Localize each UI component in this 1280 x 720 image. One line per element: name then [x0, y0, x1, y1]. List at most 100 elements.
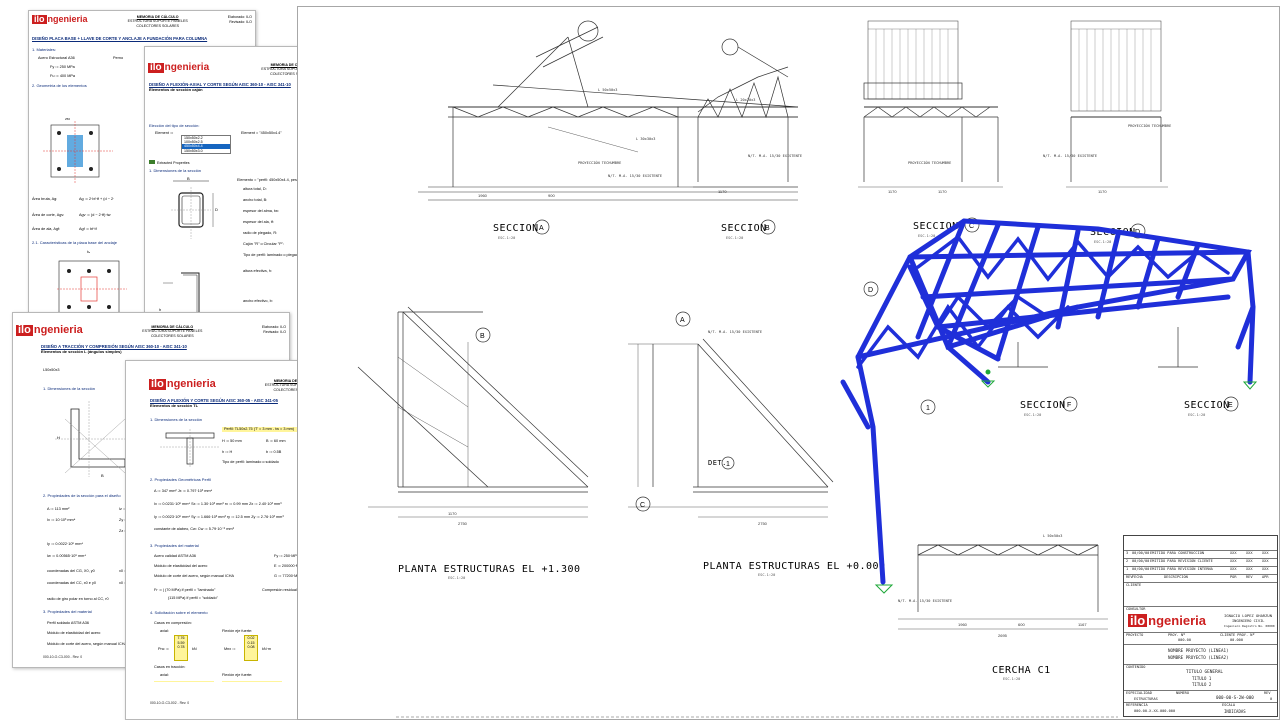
bubble-d[interactable]: D — [1130, 223, 1146, 239]
svg-text:C: C — [640, 502, 645, 509]
svg-text:1170: 1170 — [938, 189, 947, 194]
section-a-drawing — [418, 20, 799, 201]
svg-text:B: B — [765, 225, 770, 232]
collapse-arrow-icon[interactable] — [149, 160, 155, 164]
cercha-c1-drawing — [898, 544, 1108, 630]
svg-text:B: B — [101, 473, 104, 478]
section-option-selected[interactable]: 450x50x4.4 — [182, 144, 230, 149]
section-title: DISEÑO A FLEXIÓN Y CORTE SEGÚN AISC 360-… — [150, 398, 278, 404]
svg-text:PROYECCIÓN TECHUMBRE: PROYECCIÓN TECHUMBRE — [1128, 123, 1171, 128]
svg-text:ESC.1:20: ESC.1:20 — [758, 573, 775, 577]
title-seccion-a: SECCION — [493, 223, 539, 234]
svg-text:ESC.1:20: ESC.1:20 — [448, 576, 465, 580]
section-title: DISEÑO A TRACCIÓN Y COMPRESIÓN SEGÚN AIS… — [41, 344, 187, 350]
svg-text:L 50x50x3: L 50x50x3 — [1043, 534, 1062, 538]
svg-text:1170: 1170 — [1098, 189, 1107, 194]
svg-text:L 50x50x3: L 50x50x3 — [598, 88, 617, 92]
plan-el-0000 — [628, 338, 834, 518]
section-option[interactable]: 100x50x2.5 — [184, 140, 203, 145]
bubble-b[interactable]: B — [760, 219, 776, 235]
bubble-1-plan[interactable]: 1 — [920, 399, 936, 415]
bubble-e[interactable]: E — [1223, 396, 1239, 412]
svg-text:D: D — [215, 207, 218, 212]
section-title: DISEÑO A FLEXIÓN-AXIAL Y CORTE SEGÚN AIS… — [149, 82, 291, 88]
svg-text:h: h — [159, 307, 161, 312]
section-type-listbox[interactable]: 150x50x2.2 100x50x2.5 450x50x4.4 150x50x… — [181, 135, 231, 154]
section-option[interactable]: 150x50x3.0 — [184, 148, 203, 153]
bubble-f[interactable]: F — [1062, 396, 1078, 412]
svg-text:N/T. M.A. 15/30 EXISTENTE: N/T. M.A. 15/30 EXISTENTE — [608, 174, 662, 178]
section-option[interactable]: 150x50x2.2 — [184, 136, 203, 140]
svg-text:PROYECCIÓN TECHUMBRE: PROYECCIÓN TECHUMBRE — [908, 160, 951, 165]
svg-text:ESC.1:20: ESC.1:20 — [1094, 240, 1111, 244]
svg-text:D: D — [868, 287, 873, 294]
svg-text:2750: 2750 — [458, 521, 468, 526]
bubble-a[interactable]: A — [534, 219, 550, 235]
3d-structure-model — [840, 218, 1256, 585]
svg-text:1170: 1170 — [448, 511, 457, 516]
svg-text:2750: 2750 — [758, 521, 768, 526]
svg-text:L 30x30x3: L 30x30x3 — [636, 137, 655, 141]
svg-text:ESC.1:20: ESC.1:20 — [1024, 413, 1041, 417]
svg-text:D: D — [1135, 229, 1140, 236]
title-seccion-f: SECCION — [1020, 400, 1066, 411]
svg-text:L 20x20x3: L 20x20x3 — [736, 98, 755, 102]
svg-text:A: A — [539, 225, 544, 232]
svg-text:900: 900 — [548, 193, 555, 198]
svg-text:1170: 1170 — [888, 189, 897, 194]
section-ef-drawing — [998, 327, 1198, 368]
svg-text:E: E — [1228, 402, 1233, 409]
svg-text:2695: 2695 — [998, 633, 1008, 638]
plan-el-1300 — [357, 306, 589, 518]
title-plan-0000: PLANTA ESTRUCTURAS EL +0.000 — [703, 561, 886, 572]
svg-text:B: B — [480, 333, 485, 340]
svg-text:1167: 1167 — [1078, 622, 1087, 627]
bubble-det-1[interactable]: 1 — [721, 456, 735, 470]
title-block: 3 00/00/00 EMITIDO PARA CONSTRUCCIÓN XXX… — [1123, 535, 1278, 717]
svg-text:ESC.1:20: ESC.1:20 — [1188, 413, 1205, 417]
svg-text:1: 1 — [726, 461, 730, 468]
box-section-sketch: B D — [171, 177, 218, 239]
bubble-d-plan[interactable]: D — [863, 281, 879, 297]
svg-text:600: 600 — [1018, 622, 1025, 627]
svg-text:ESC.1:20: ESC.1:20 — [918, 234, 935, 238]
section-b-drawing — [693, 38, 798, 188]
svg-text:B: B — [187, 177, 190, 181]
base-plate-sketch — [43, 121, 113, 183]
title-cercha: CERCHA C1 — [992, 665, 1051, 676]
bubble-a-plan[interactable]: A — [675, 311, 691, 327]
svg-text:C: C — [969, 223, 974, 230]
tl-section-sketch — [160, 429, 220, 467]
cad-drawing-sheet[interactable]: A B C D F E 1 A B C D 1 SECCION SECCION … — [297, 6, 1280, 720]
bubble-b-plan[interactable]: B — [475, 327, 491, 343]
svg-text:F: F — [1067, 402, 1071, 409]
svg-text:1: 1 — [926, 405, 930, 412]
drawing-canvas: A B C D F E 1 A B C D 1 SECCION SECCION … — [357, 20, 1258, 718]
svg-text:1170: 1170 — [718, 189, 727, 194]
svg-text:N/T. M.A. 15/30 EXISTENTE: N/T. M.A. 15/30 EXISTENTE — [748, 154, 802, 158]
svg-text:H: H — [57, 435, 60, 440]
svg-text:A: A — [680, 317, 685, 324]
title-seccion-e: SECCION — [1184, 400, 1230, 411]
title-det: DET. — [708, 459, 727, 467]
svg-text:ESC.1:20: ESC.1:20 — [498, 236, 515, 240]
svg-text:N/T. M.A. 15/30 EXISTENTE: N/T. M.A. 15/30 EXISTENTE — [898, 599, 952, 603]
svg-text:ESC.1:20: ESC.1:20 — [726, 236, 743, 240]
svg-text:ESC.1:20: ESC.1:20 — [1003, 677, 1020, 681]
title-seccion-b: SECCION — [721, 223, 767, 234]
section-d-drawing — [1066, 20, 1168, 188]
svg-text:N/T. M.A. 15/30 EXISTENTE: N/T. M.A. 15/30 EXISTENTE — [1043, 154, 1097, 158]
angle-section-sketch: H B — [55, 401, 131, 478]
bubble-c-plan[interactable]: C — [635, 496, 651, 512]
svg-text:PROYECCIÓN TECHUMBRE: PROYECCIÓN TECHUMBRE — [578, 160, 621, 165]
section-title: DISEÑO PLACA BASE + LLAVE DE CORTE Y ANC… — [32, 36, 208, 42]
svg-text:1960: 1960 — [478, 193, 488, 198]
section-c-drawing — [858, 20, 1003, 188]
